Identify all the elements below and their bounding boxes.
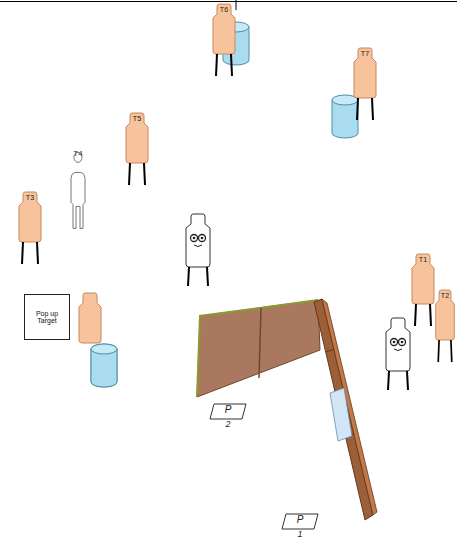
target-number: T7 — [352, 48, 378, 58]
target-number: T6 — [211, 4, 237, 14]
target-outline — [124, 113, 150, 185]
target-outline — [211, 4, 237, 76]
target: T2 — [434, 290, 456, 362]
target: T7 — [352, 48, 378, 120]
position-label: 2 — [208, 420, 248, 429]
barrel — [332, 95, 358, 138]
target-outline — [66, 150, 90, 234]
shooting-position: P1 — [280, 512, 320, 548]
target-number: T1 — [410, 254, 436, 264]
target-outline — [352, 48, 378, 120]
popup-target — [79, 293, 101, 343]
position-label: P — [280, 515, 320, 526]
position-label: P — [208, 405, 248, 416]
wall — [197, 299, 377, 520]
barrel — [91, 344, 117, 387]
target: T1 — [410, 254, 436, 326]
popup-target-sign: Pop up Target — [24, 294, 70, 340]
target-number: T3 — [17, 192, 43, 202]
no-shoot-target — [386, 318, 410, 390]
sign-text: Pop up Target — [28, 310, 66, 325]
target: T5 — [124, 113, 150, 185]
position-label: 1 — [280, 530, 320, 539]
target-outline — [17, 192, 43, 264]
target-number: T5 — [124, 113, 150, 123]
shooting-position: P2 — [208, 402, 248, 438]
target-outline — [410, 254, 436, 326]
barrel — [91, 344, 117, 387]
target: T3 — [17, 192, 43, 264]
target-number: T4 — [66, 150, 90, 158]
no-shoot-target — [186, 214, 210, 286]
target: T4 — [66, 150, 90, 234]
target-number: T2 — [434, 290, 456, 300]
target-outline — [434, 290, 456, 362]
target: T6 — [211, 4, 237, 76]
